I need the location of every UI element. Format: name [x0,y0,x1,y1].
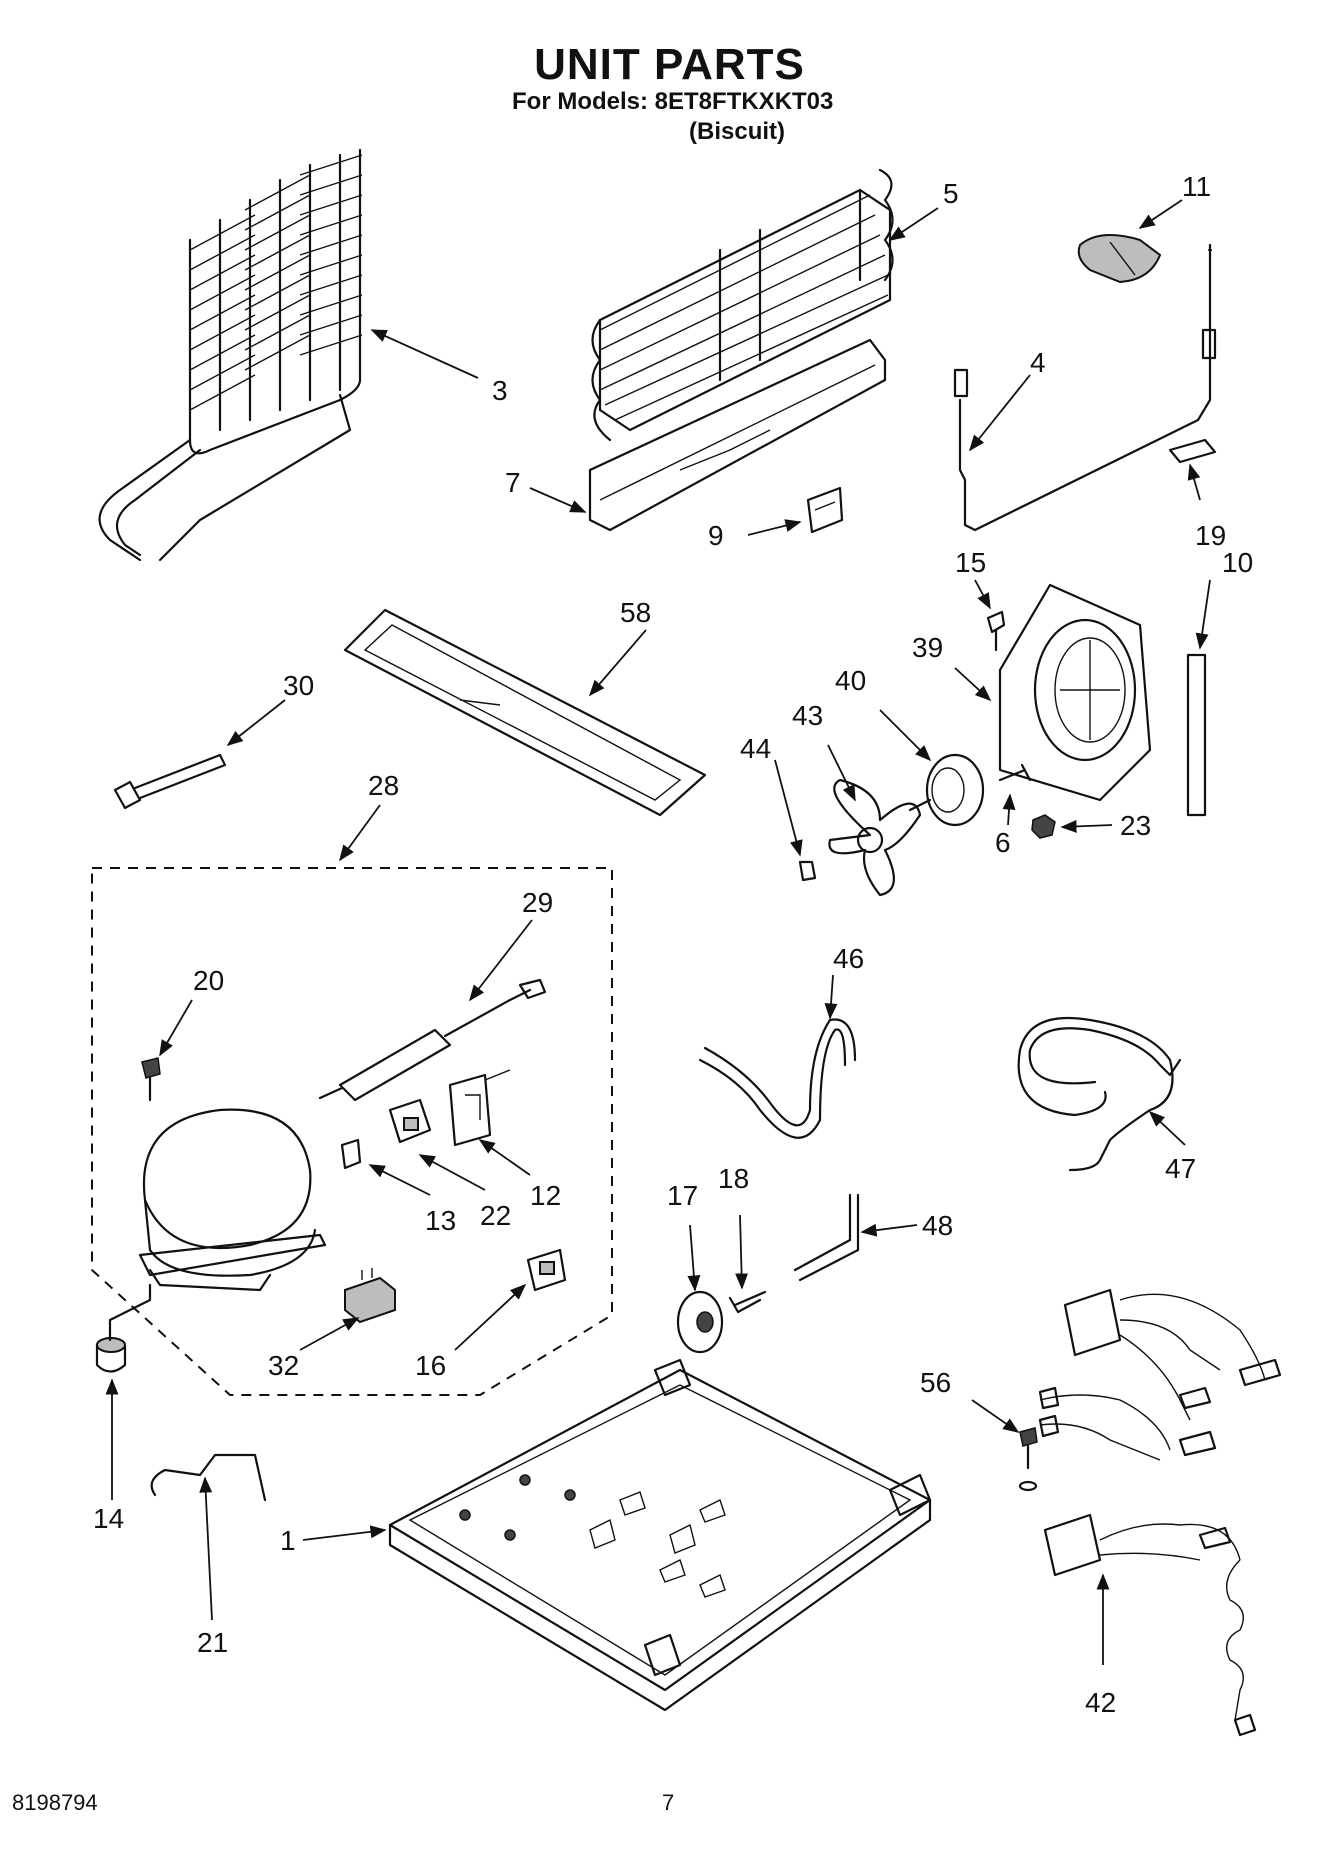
document-number: 8198794 [12,1790,98,1815]
callout-44: 44 [740,733,771,764]
part-roller [676,1290,724,1354]
callout-47: 47 [1165,1153,1196,1184]
callout-leaders [105,199,1211,1665]
part-screw-20 [141,1057,161,1102]
compressor-kit-boundary [91,867,613,1396]
part-compressor [138,1108,327,1292]
callout-43: 43 [792,700,823,731]
page-title: UNIT PARTS [534,40,805,89]
part-screw-15 [986,610,1006,652]
part-evaporator [591,168,894,442]
callout-46: 46 [833,943,864,974]
part-tube-46 [698,1018,857,1139]
part-fan-shroud [998,583,1152,802]
part-drier [318,978,547,1102]
callout-9: 9 [708,520,724,551]
callout-5: 5 [943,178,959,209]
part-evaporator-tray [588,338,887,532]
part-screw-56 [1018,1427,1038,1492]
part-pin [728,1290,767,1314]
callout-23: 23 [1120,810,1151,841]
callout-3: 3 [492,375,508,406]
part-base-plate [388,1358,932,1712]
callout-16: 16 [415,1350,446,1381]
callout-21: 21 [197,1627,228,1658]
callout-40: 40 [835,665,866,696]
callout-39: 39 [912,632,943,663]
callout-20: 20 [193,965,224,996]
callout-7: 7 [505,467,521,498]
page-number: 7 [662,1790,675,1815]
callout-14: 14 [93,1503,124,1534]
part-tie-strap [113,753,227,810]
part-nut [1031,814,1056,839]
part-clip [1168,438,1217,464]
part-screw-6 [998,763,1032,782]
callout-22: 22 [480,1200,511,1231]
callout-48: 48 [922,1210,953,1241]
part-relay-13 [340,1138,362,1170]
callout-labels: 3 5 11 4 7 9 19 15 10 39 40 43 44 6 23 5… [93,171,1253,1718]
models-line: For Models: 8ET8FTKXKT03 [512,88,834,115]
part-tube-47 [1017,1016,1182,1172]
callout-10: 10 [1222,547,1253,578]
callout-58: 58 [620,597,651,628]
part-thermistor-harness [953,243,1217,532]
callout-30: 30 [283,670,314,701]
part-fan-motor [908,753,985,827]
callout-6: 6 [995,827,1011,858]
callout-1: 1 [280,1525,296,1556]
part-drain-pan [343,608,707,817]
part-grommet [95,1283,152,1373]
callout-29: 29 [522,887,553,918]
part-condenser-coil [98,148,363,562]
part-starter [448,1069,511,1147]
part-wire-clip [150,1453,267,1502]
part-cap [1077,234,1162,284]
callout-11: 11 [1182,171,1211,202]
part-fan-blade [828,778,922,897]
callout-19: 19 [1195,520,1226,551]
callout-15: 15 [955,547,986,578]
callout-18: 18 [718,1163,749,1194]
part-tube-48 [793,1193,860,1282]
part-relay-16 [526,1248,567,1292]
callout-13: 13 [425,1205,456,1236]
callout-56: 56 [920,1367,951,1398]
part-strip [1186,653,1207,817]
part-capacitor [344,1268,396,1324]
variant-label: (Biscuit) [689,118,785,145]
part-bracket [806,486,844,534]
part-overload [388,1098,432,1144]
callout-28: 28 [368,770,399,801]
callout-42: 42 [1085,1687,1116,1718]
part-wire-harness [1038,1288,1282,1737]
callout-17: 17 [667,1180,698,1211]
callout-4: 4 [1030,347,1046,378]
part-clip-44 [798,860,817,882]
callout-12: 12 [530,1180,561,1211]
callout-32: 32 [268,1350,299,1381]
